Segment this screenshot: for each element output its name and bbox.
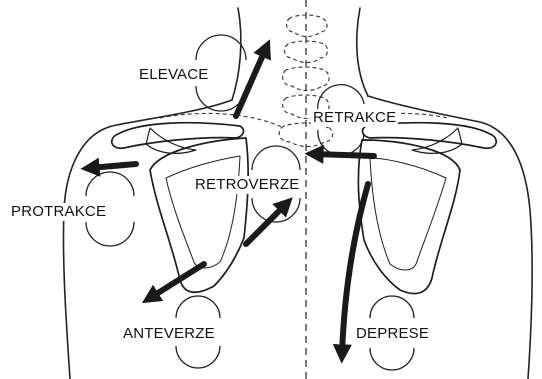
- movement-arrows: [90, 48, 374, 354]
- left-scapula: [112, 123, 248, 293]
- collar-line-left: [160, 113, 284, 128]
- retrakce-arrow: [314, 154, 374, 156]
- label-anteverze: ANTEVERZE: [121, 325, 217, 343]
- neck-right-outline: [357, 8, 368, 96]
- neck-left-outline: [232, 8, 241, 100]
- label-retrakce: RETRAKCE: [311, 109, 398, 127]
- label-deprese: DEPRESE: [354, 325, 431, 343]
- protrakce-arrow: [90, 164, 136, 168]
- right-scapula: [358, 123, 496, 294]
- vertebra-c1: [287, 15, 328, 37]
- right-scapula-outline: [358, 140, 460, 294]
- right-scapula-inner: [370, 158, 446, 270]
- left-scapula-inner: [166, 156, 240, 268]
- label-elevace: ELEVACE: [137, 66, 211, 84]
- label-retroverze: RETROVERZE: [193, 176, 302, 194]
- label-protrakce: PROTRAKCE: [9, 203, 108, 221]
- retroverze-arrow: [246, 204, 286, 244]
- left-clavicle: [112, 123, 244, 148]
